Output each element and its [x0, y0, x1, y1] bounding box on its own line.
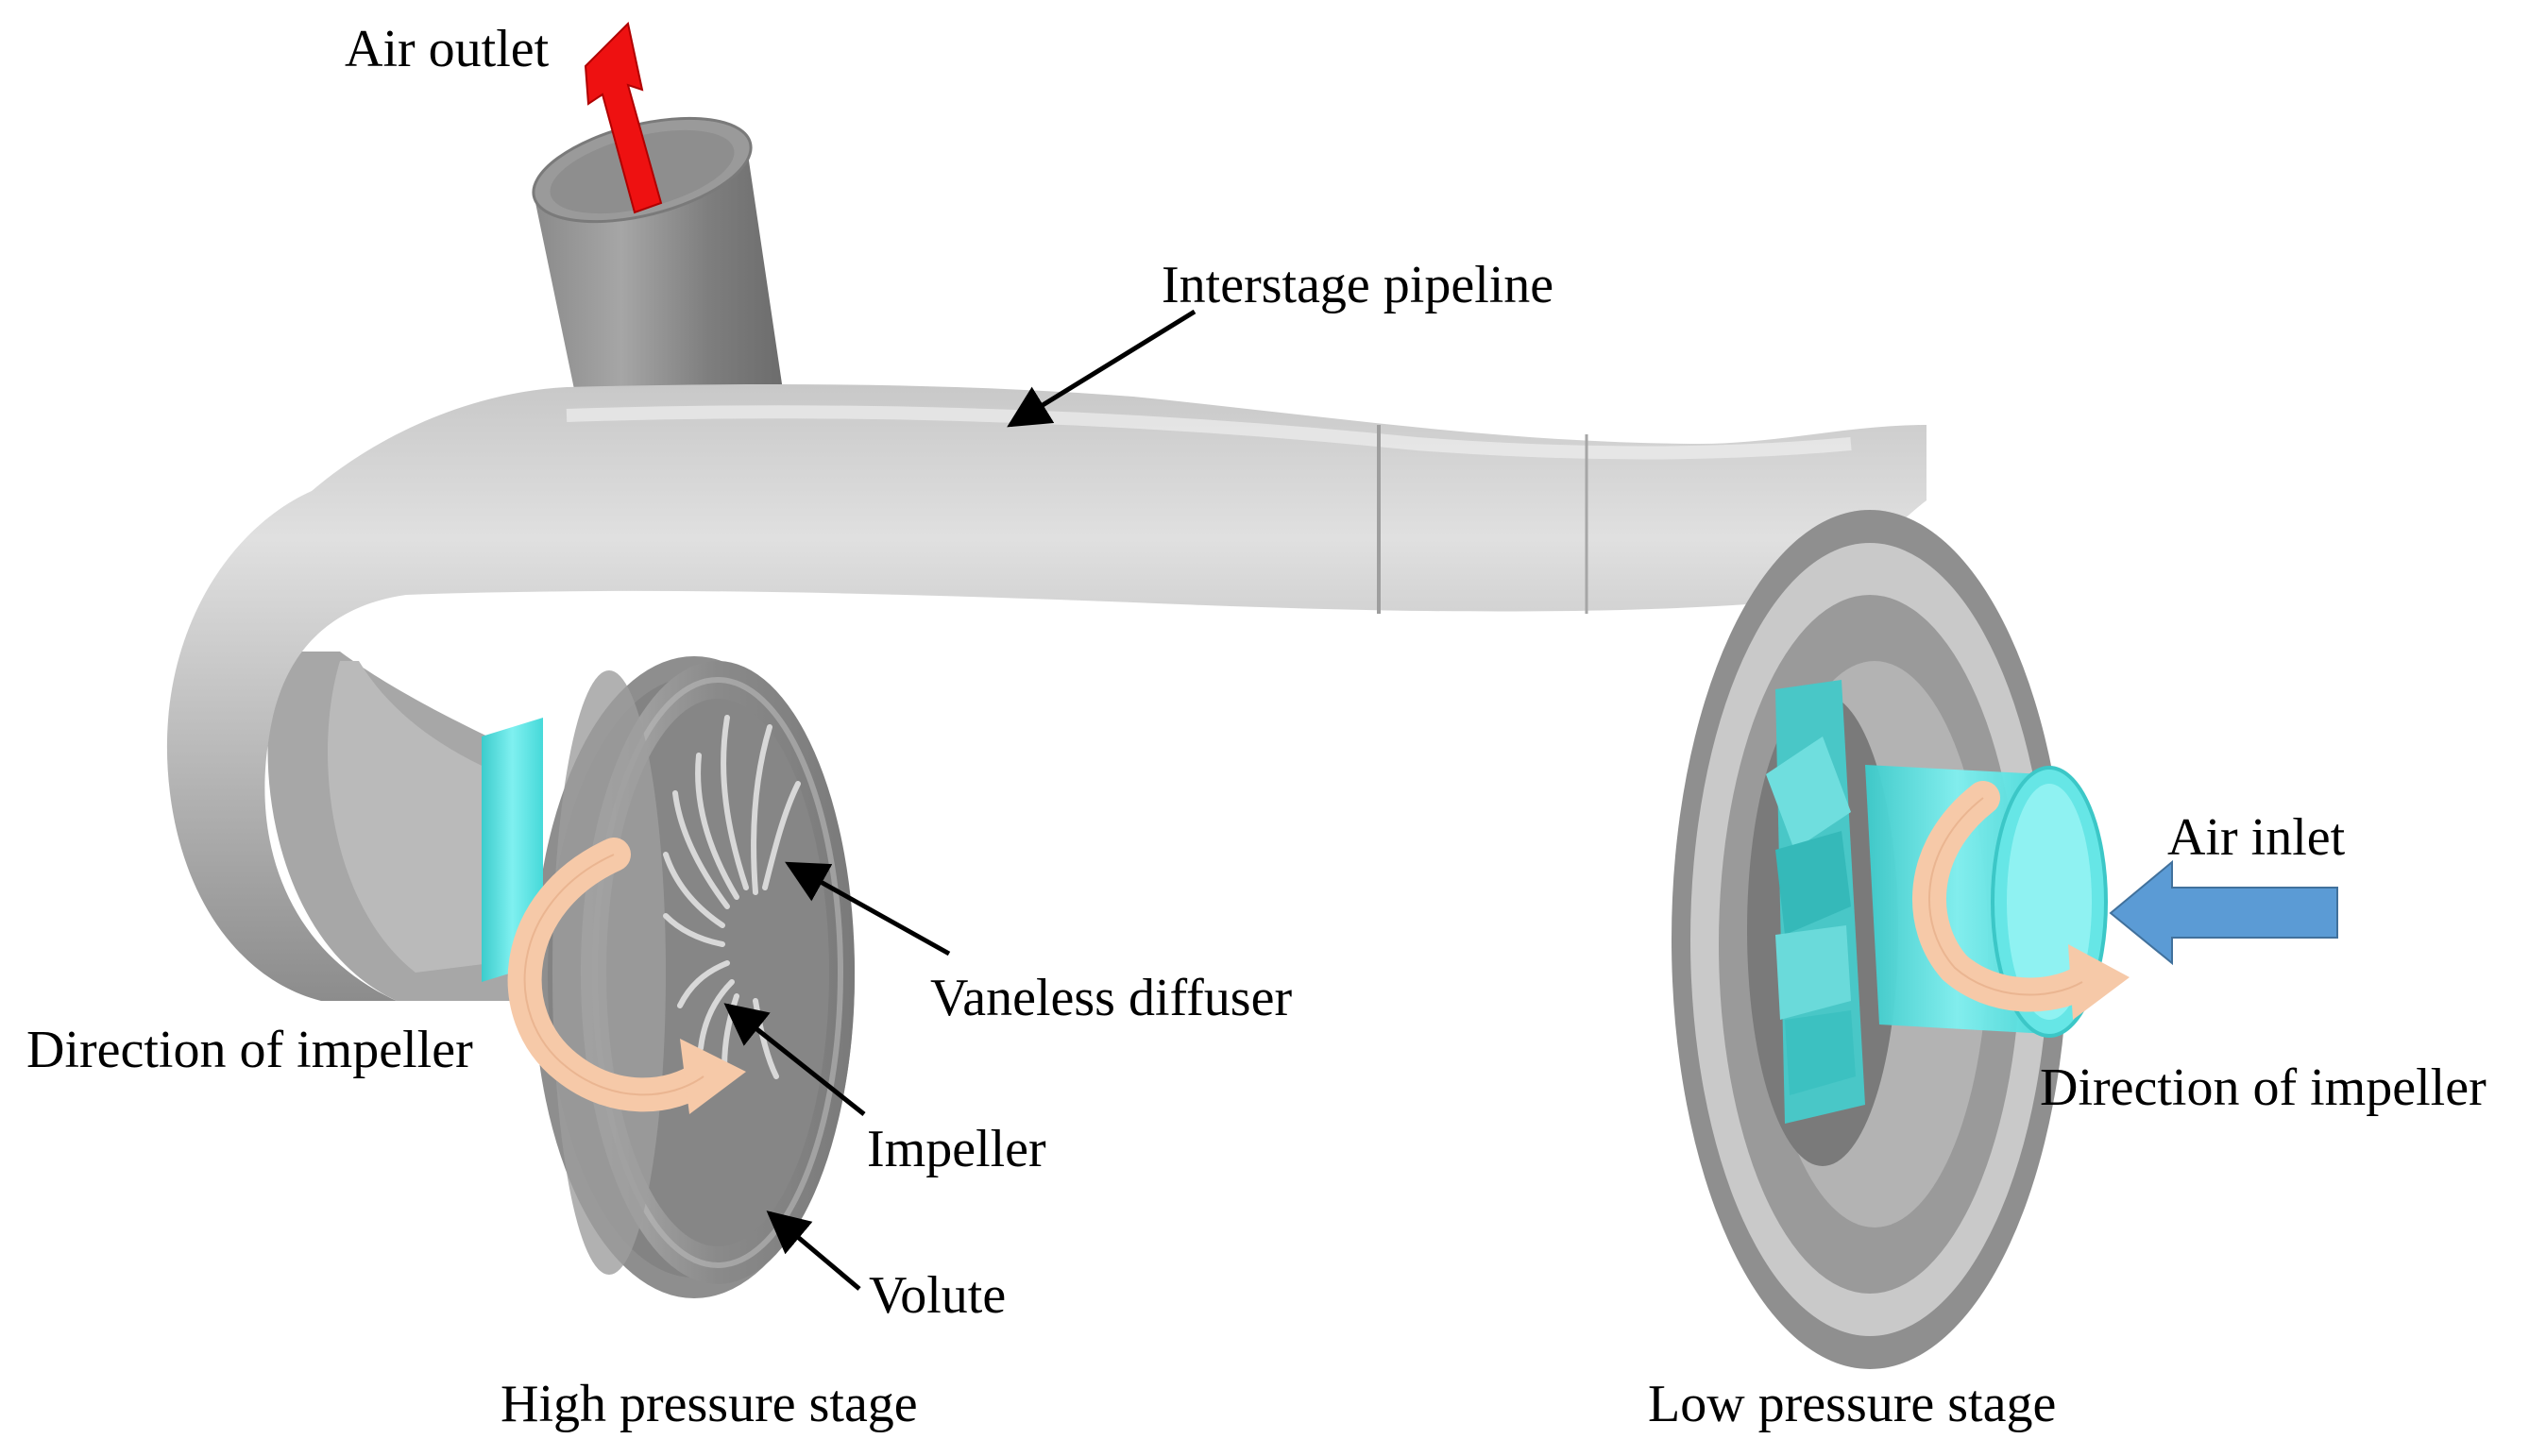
- label-impeller: Impeller: [867, 1120, 1046, 1178]
- outlet-pipe: [532, 116, 784, 444]
- air-inlet-arrow: [2109, 859, 2338, 966]
- label-direction-of-impeller-lp: Direction of impeller: [2040, 1058, 2487, 1117]
- label-low-pressure-stage: Low pressure stage: [1648, 1375, 2056, 1433]
- leader-impeller: [723, 1003, 866, 1116]
- hp-rotation-arrow: [507, 838, 746, 1114]
- label-interstage-pipeline: Interstage pipeline: [1162, 256, 1553, 314]
- leader-vaneless-diffuser: [785, 861, 951, 957]
- air-outlet-arrow: [584, 21, 663, 214]
- label-direction-of-impeller-hp: Direction of impeller: [26, 1021, 473, 1079]
- lp-rotation-arrow: [1911, 781, 2130, 1020]
- hp-inlet-bend: [267, 652, 543, 1001]
- leader-lines: [723, 309, 1197, 1291]
- label-air-inlet: Air inlet: [2167, 808, 2346, 867]
- interstage-pipe: [166, 384, 1926, 1001]
- label-vaneless-diffuser: Vaneless diffuser: [930, 969, 1292, 1027]
- leader-interstage-pipeline: [1007, 309, 1197, 428]
- high-pressure-volute-face: [552, 661, 855, 1284]
- label-volute: Volute: [869, 1266, 1006, 1325]
- low-pressure-impeller: [1766, 680, 1865, 1124]
- label-air-outlet: Air outlet: [345, 20, 550, 78]
- label-high-pressure-stage: High pressure stage: [501, 1375, 918, 1433]
- leader-volute: [766, 1211, 861, 1291]
